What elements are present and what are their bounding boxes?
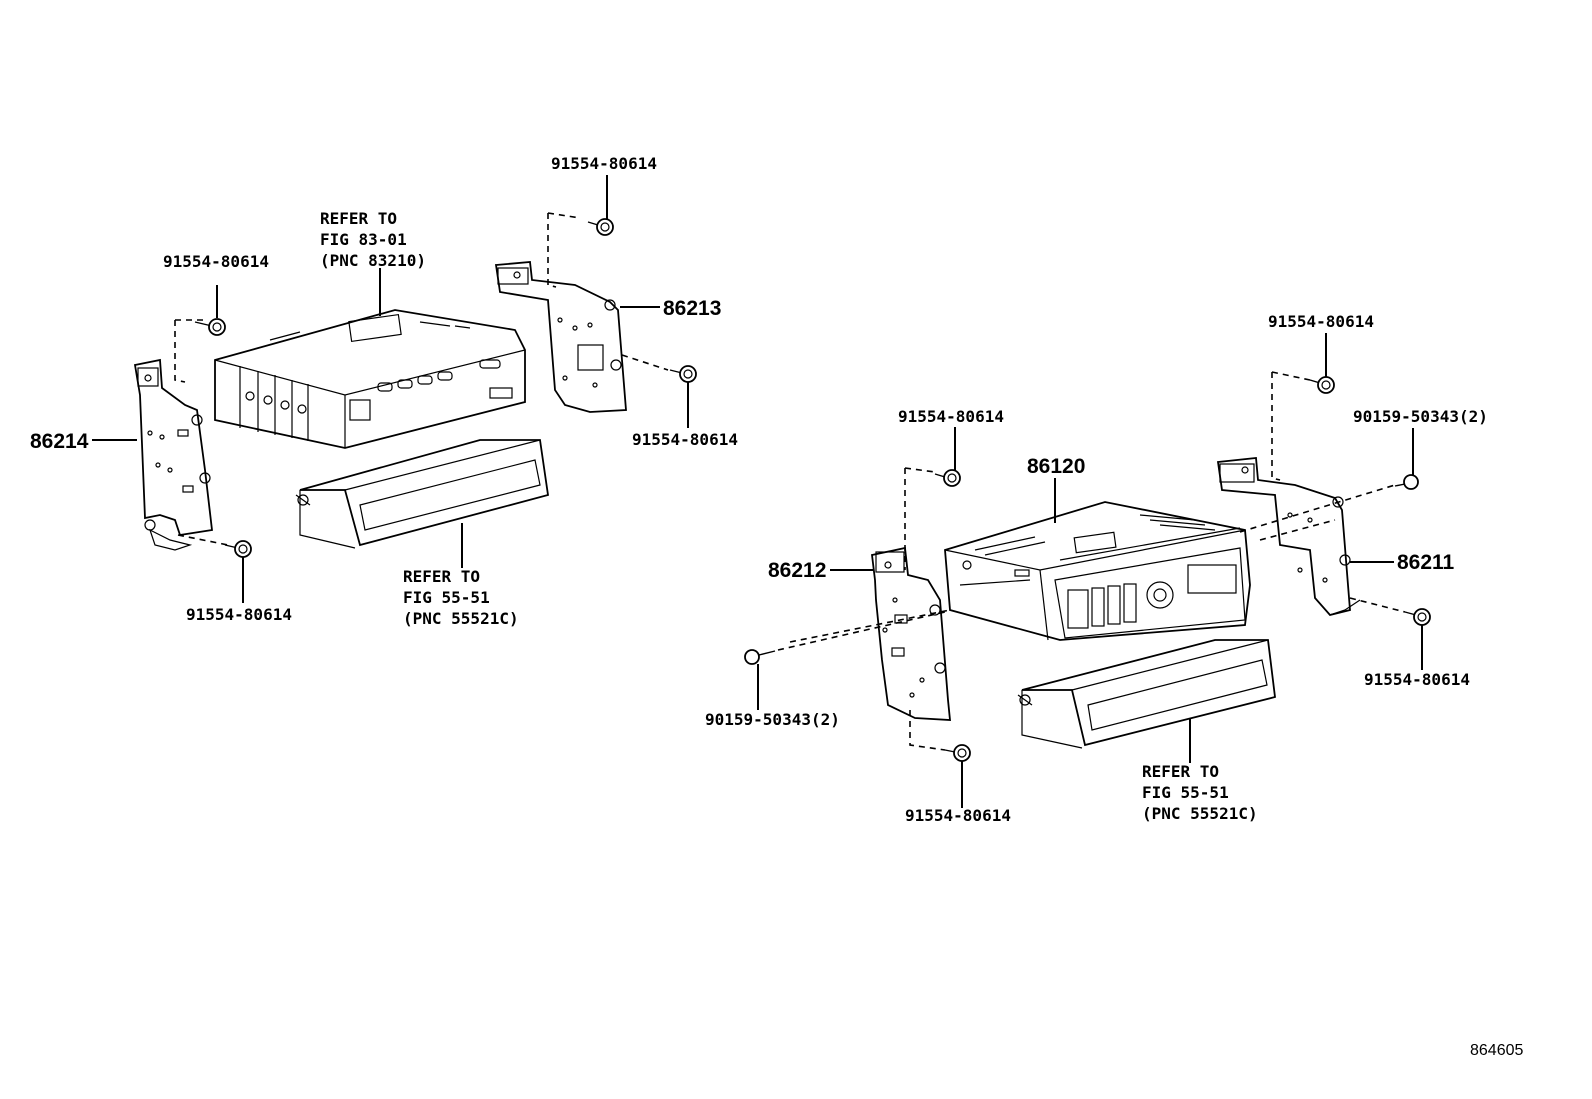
audio-unit-left-drawing (214, 309, 526, 449)
label-bracket-86213: 86213 (663, 297, 721, 320)
label-left-unit-refer-1: REFER TO (320, 209, 397, 228)
label-left-bolt-top-right: 91554-80614 (551, 154, 657, 173)
label-right-screw-right: 90159-50343(2) (1353, 407, 1488, 426)
label-right-bolt-top-right: 91554-80614 (1268, 312, 1374, 331)
right-assembly (744, 333, 1431, 808)
label-right-screw-left: 90159-50343(2) (705, 710, 840, 729)
label-right-pocket-refer-2: FIG 55-51 (1142, 783, 1229, 802)
bolt-left-top-drawing (194, 318, 226, 336)
label-left-bolt-bottom: 91554-80614 (186, 605, 292, 624)
bracket-86212-drawing (871, 546, 952, 721)
bolt-right-upper-left-drawing (934, 469, 961, 487)
label-bracket-86211: 86211 (1397, 551, 1455, 574)
label-right-pocket-refer-1: REFER TO (1142, 762, 1219, 781)
bracket-86214-drawing (133, 358, 213, 551)
label-right-bolt-bottom: 91554-80614 (905, 806, 1011, 825)
label-left-pocket-refer-2: FIG 55-51 (403, 588, 490, 607)
bolt-right-lower-right-drawing (1404, 608, 1431, 626)
label-left-bolt-top-left: 91554-80614 (163, 252, 269, 271)
pocket-left-drawing (295, 439, 550, 549)
bolt-left-right-drawing (669, 365, 697, 383)
label-bracket-86212: 86212 (768, 559, 826, 582)
radio-86120-drawing (944, 501, 1251, 641)
label-left-bolt-right: 91554-80614 (632, 430, 738, 449)
left-assembly (92, 175, 697, 603)
pocket-right-drawing (1017, 639, 1276, 749)
label-left-pocket-refer-1: REFER TO (403, 567, 480, 586)
bolt-right-top-right-drawing (1309, 376, 1335, 394)
screw-right-left-drawing (744, 649, 776, 665)
label-left-unit-refer-3: (PNC 83210) (320, 251, 426, 270)
label-right-bolt-upper-left: 91554-80614 (898, 407, 1004, 426)
bolt-left-top-right-drawing (587, 218, 614, 236)
label-left-pocket-refer-3: (PNC 55521C) (403, 609, 519, 628)
bracket-86213-drawing (494, 261, 627, 413)
label-left-unit-refer-2: FIG 83-01 (320, 230, 407, 249)
label-right-bolt-lower-right: 91554-80614 (1364, 670, 1470, 689)
screw-right-right-drawing (1394, 474, 1419, 490)
diagram-id: 864605 (1470, 1042, 1523, 1059)
bracket-86211-drawing (1216, 457, 1361, 617)
label-radio-86120: 86120 (1027, 455, 1085, 478)
label-bracket-86214: 86214 (30, 430, 89, 453)
bolt-left-bottom-drawing (224, 540, 252, 558)
bolt-right-bottom-drawing (944, 744, 971, 762)
label-right-pocket-refer-3: (PNC 55521C) (1142, 804, 1258, 823)
